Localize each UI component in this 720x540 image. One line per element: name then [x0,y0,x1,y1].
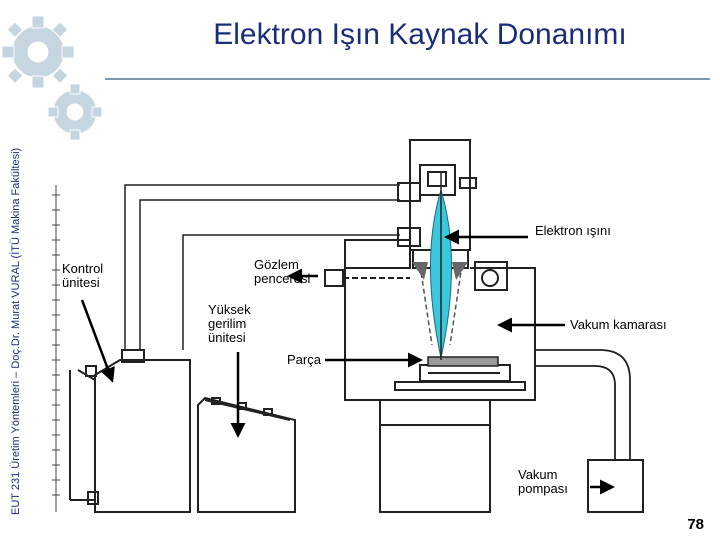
page-title: Elektron Işın Kaynak Donanımı [213,18,627,51]
label-observation-window-line2: penceresi [254,271,311,286]
chamber-base [379,399,491,513]
control-unit-cabinet [69,349,191,513]
label-high-voltage-line3: ünitesi [208,330,246,345]
vacuum-pump [587,459,644,513]
label-electron-beam: Elektron ışını [535,223,611,238]
label-high-voltage-line2: gerilim [208,316,247,331]
title-divider [105,78,710,80]
label-vacuum-pump-line1: Vakum [518,467,558,482]
vacuum-chamber [324,239,536,401]
beam-guides [419,264,463,346]
arrow-control-unit [80,299,115,383]
side-caption: EUT 231 Üretim Yöntemleri – Doç.Dr. Mura… [10,147,22,515]
pump-pipe [535,349,631,460]
label-workpiece: Parça [287,352,321,367]
label-control-unit-line1: Kontrol [62,261,104,276]
page-number: 78 [687,516,704,533]
deflection-coils [412,262,468,280]
left-ruler [52,185,60,512]
work-table [394,364,526,391]
gear-logo-icon [1,15,103,141]
label-control-unit-line2: ünitesi [62,275,100,290]
label-observation-window-line1: Gözlem [254,257,299,272]
high-voltage-cabinet [197,396,296,513]
workpiece-block [427,356,499,367]
control-cables [124,184,400,350]
label-vacuum-chamber: Vakum kamarası [570,317,667,332]
label-high-voltage-line1: Yüksek [208,302,251,317]
label-vacuum-pump-line2: pompası [518,481,568,496]
